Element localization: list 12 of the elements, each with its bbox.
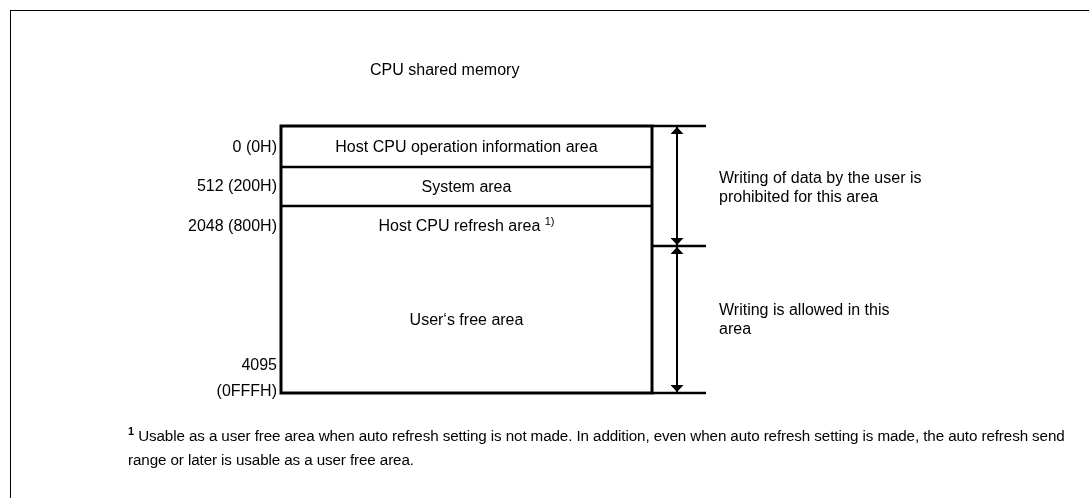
footnote: $^{1}$ Usable as a user free area when auto refresh setting is not made. In addition, even when auto refresh setting is made, the auto refresh send range or later is usable as a user free area. [128,424,1066,470]
area-name: User‘s free area [409,310,524,329]
address-label: 2048 (800H) [187,216,277,235]
address-label: 0 (0H) [231,137,277,156]
area-name: System area [421,177,512,196]
address-label: 4095 (0FFFH) [215,355,277,401]
area-name: Host CPU refresh area $^{1)}$ [378,217,555,235]
title: CPU shared memory [370,60,520,79]
area-name: Host CPU operation information area [335,137,598,156]
note: Writing of data by the user is prohibited for this area [719,168,923,206]
note: Writing is allowed in this area [719,300,891,338]
address-label: 512 (200H) [195,176,277,195]
